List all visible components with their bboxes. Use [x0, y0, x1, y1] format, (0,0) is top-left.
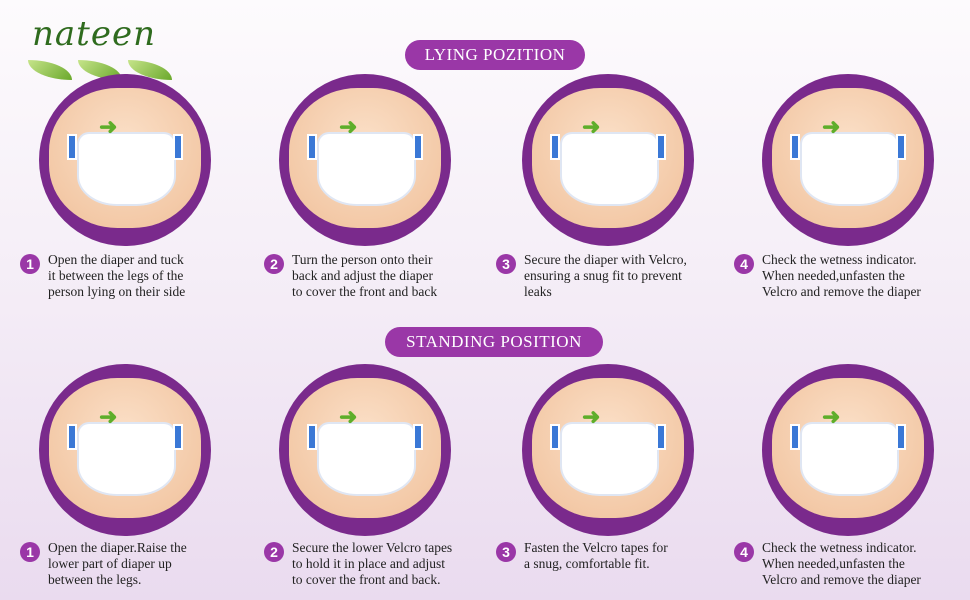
step-text-line: Secure the lower Velcro tapes: [292, 540, 453, 555]
step-text-line: to hold it in place and adjust: [292, 556, 445, 571]
step-text-line: leaks: [524, 284, 552, 299]
step-text-line: Turn the person onto their: [292, 252, 433, 267]
velcro-tape-icon: [790, 424, 800, 450]
diaper-illustration: [79, 424, 174, 494]
standing-step-4: 4 Check the wetness indicator.When needed…: [734, 540, 921, 588]
green-arrow-icon: ➜: [339, 114, 358, 139]
diaper-illustration: [562, 424, 657, 494]
velcro-tape-icon: [896, 424, 906, 450]
lying-step-3-illustration: ➜: [522, 74, 694, 246]
standing-step-2-illustration: ➜: [279, 364, 451, 536]
step-text-line: lower part of diaper up: [48, 556, 172, 571]
step-text-line: between the legs.: [48, 572, 142, 587]
velcro-tape-icon: [173, 424, 183, 450]
step-text-line: Velcro and remove the diaper: [762, 284, 921, 299]
green-arrow-icon: ➜: [99, 404, 118, 429]
velcro-tape-icon: [550, 134, 560, 160]
step-number-badge: 1: [20, 254, 40, 274]
standing-step-1-illustration: ➜: [39, 364, 211, 536]
step-text-line: Velcro and remove the diaper: [762, 572, 921, 587]
step-text-line: to cover the front and back: [292, 284, 438, 299]
diaper-illustration: [802, 134, 897, 204]
step-text-line: Open the diaper.Raise the: [48, 540, 187, 555]
velcro-tape-icon: [896, 134, 906, 160]
nateen-logo: nateen: [28, 14, 188, 80]
diaper-illustration: [79, 134, 174, 204]
standing-position-banner: STANDING POSITION: [385, 327, 603, 357]
velcro-tape-icon: [656, 134, 666, 160]
lying-step-4-illustration: ➜: [762, 74, 934, 246]
step-text-line: When needed,unfasten the: [762, 268, 905, 283]
velcro-tape-icon: [67, 134, 77, 160]
lying-step-4: 4 Check the wetness indicator.When needed…: [734, 252, 921, 300]
step-number-badge: 2: [264, 542, 284, 562]
step-text-line: back and adjust the diaper: [292, 268, 433, 283]
velcro-tape-icon: [656, 424, 666, 450]
step-number-badge: 4: [734, 542, 754, 562]
velcro-tape-icon: [67, 424, 77, 450]
velcro-tape-icon: [173, 134, 183, 160]
step-text-line: it between the legs of the: [48, 268, 184, 283]
logo-wordmark: nateen: [32, 14, 156, 54]
green-arrow-icon: ➜: [582, 114, 601, 139]
diaper-illustration: [319, 424, 414, 494]
step-number-badge: 4: [734, 254, 754, 274]
step-text-line: Fasten the Velcro tapes for: [524, 540, 668, 555]
diaper-illustration: [802, 424, 897, 494]
green-arrow-icon: ➜: [582, 404, 601, 429]
green-arrow-icon: ➜: [822, 404, 841, 429]
green-arrow-icon: ➜: [339, 404, 358, 429]
step-number-badge: 3: [496, 542, 516, 562]
leaf-icon: [28, 60, 72, 80]
step-text-line: Secure the diaper with Velcro,: [524, 252, 687, 267]
step-text-line: Check the wetness indicator.: [762, 540, 917, 555]
step-text-line: ensuring a snug fit to prevent: [524, 268, 682, 283]
green-arrow-icon: ➜: [99, 114, 118, 139]
step-text-line: a snug, comfortable fit.: [524, 556, 650, 571]
step-number-badge: 3: [496, 254, 516, 274]
step-text-line: Open the diaper and tuck: [48, 252, 184, 267]
lying-position-banner: LYING POZITION: [405, 40, 585, 70]
velcro-tape-icon: [307, 134, 317, 160]
standing-step-3-illustration: ➜: [522, 364, 694, 536]
velcro-tape-icon: [790, 134, 800, 160]
step-text-line: person lying on their side: [48, 284, 186, 299]
lying-step-3: 3 Secure the diaper with Velcro,ensuring …: [496, 252, 687, 300]
lying-step-2-illustration: ➜: [279, 74, 451, 246]
step-text-line: When needed,unfasten the: [762, 556, 905, 571]
diaper-illustration: [562, 134, 657, 204]
diaper-illustration: [319, 134, 414, 204]
step-number-badge: 1: [20, 542, 40, 562]
step-number-badge: 2: [264, 254, 284, 274]
step-text-line: to cover the front and back.: [292, 572, 441, 587]
standing-step-4-illustration: ➜: [762, 364, 934, 536]
velcro-tape-icon: [413, 134, 423, 160]
green-arrow-icon: ➜: [822, 114, 841, 139]
velcro-tape-icon: [413, 424, 423, 450]
velcro-tape-icon: [550, 424, 560, 450]
velcro-tape-icon: [307, 424, 317, 450]
lying-step-1-illustration: ➜: [39, 74, 211, 246]
step-text-line: Check the wetness indicator.: [762, 252, 917, 267]
